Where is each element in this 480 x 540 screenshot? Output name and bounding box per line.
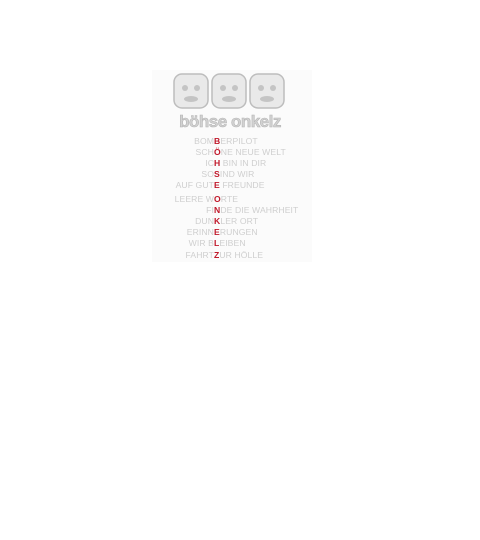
track-title-prefix: FAHRT xyxy=(185,250,214,260)
track-title-prefix: FI xyxy=(206,205,214,215)
svg-text:böhse onkelz: böhse onkelz xyxy=(179,112,281,131)
acrostic-letter: O xyxy=(214,194,221,204)
track-title-suffix: IND WIR xyxy=(219,169,255,179)
track-title-suffix: FREUNDE xyxy=(219,180,265,190)
acrostic-letter: S xyxy=(214,169,220,179)
acrostic-letter: K xyxy=(214,216,221,226)
track-title-prefix: IC xyxy=(205,158,214,168)
track-title-prefix: WIR B xyxy=(188,238,214,248)
track-title: SO SIND WIR xyxy=(201,169,255,180)
acrostic-letter: E xyxy=(214,227,220,237)
track-title-prefix: ERINN xyxy=(186,227,214,237)
track-title-prefix: SCH xyxy=(195,147,214,157)
acrostic-letter: N xyxy=(214,205,221,215)
track-title-prefix: DUN xyxy=(195,216,214,226)
track-title-suffix: ERPILOT xyxy=(220,136,258,146)
track-title-suffix: BIN IN DIR xyxy=(220,158,267,168)
acrostic-letter: H xyxy=(214,158,221,168)
band-wordmark-logo: böhse onkelz xyxy=(179,112,282,132)
acrostic-letter: B xyxy=(214,136,221,146)
acrostic-letter: Z xyxy=(214,250,220,260)
track-title-prefix: AUF GUT xyxy=(175,180,214,190)
acrostic-letter: Ö xyxy=(214,147,221,157)
track-title-suffix: UR HÖLLE xyxy=(219,250,264,260)
acrostic-letter: E xyxy=(214,180,220,190)
band-faces-logo xyxy=(173,73,285,109)
track-title-suffix: RTE xyxy=(220,194,239,204)
acrostic-letter: L xyxy=(214,238,220,248)
track-title-suffix: EIBEN xyxy=(219,238,246,248)
track-title: FAHRT ZUR HÖLLE xyxy=(185,250,264,261)
track-title-suffix: LER ORT xyxy=(220,216,259,226)
track-title-suffix: NE NEUE WELT xyxy=(220,147,286,157)
track-title-suffix: RUNGEN xyxy=(219,227,258,237)
track-title-prefix: SO xyxy=(201,169,214,179)
track-title-prefix: BOM xyxy=(194,136,214,146)
track-title-suffix: DE DIE WAHRHEIT xyxy=(220,205,299,215)
track-title-prefix: LEERE W xyxy=(174,194,214,204)
